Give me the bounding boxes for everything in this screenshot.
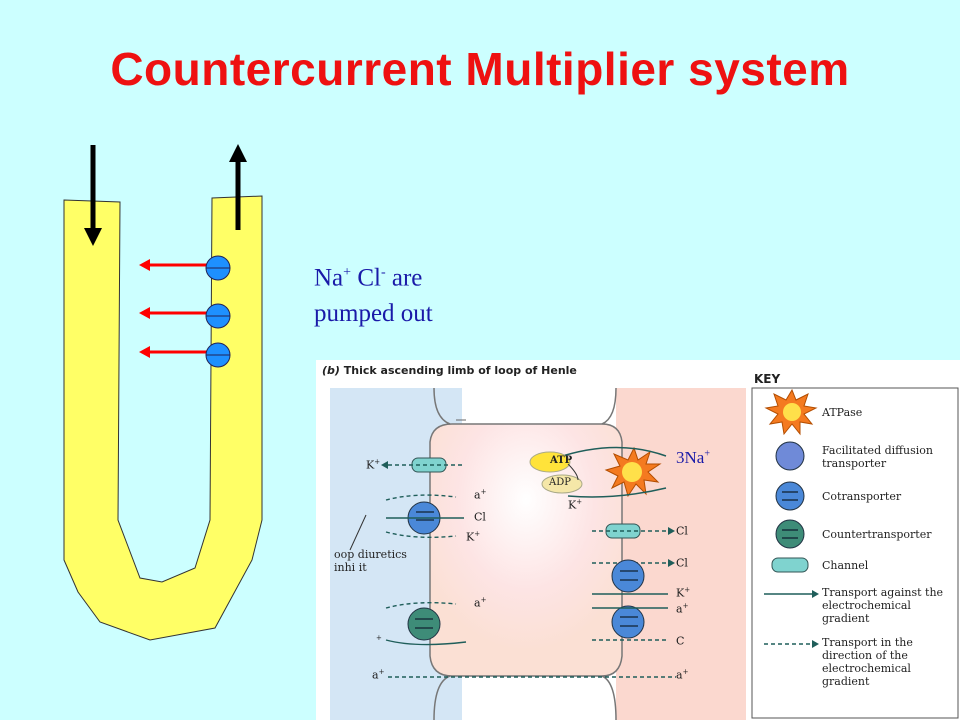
- diuretic-pointer: [349, 514, 367, 551]
- diuretic-note-line1: oop diuretics: [334, 548, 407, 561]
- diuretic-note-line2: inhi it: [334, 561, 367, 574]
- key-item-facilitated: Facilitated diffusion transporter: [822, 444, 933, 470]
- countertransporter-left: [385, 601, 467, 646]
- key-item-with-gradient: Transport in the direction of the electr…: [822, 636, 913, 688]
- key-item-atpase: ATPase: [822, 406, 863, 419]
- key-item-countertransporter: Countertransporter: [822, 528, 932, 541]
- adp-label: ADP: [549, 477, 571, 488]
- slide-title: Countercurrent Multiplier system: [110, 43, 850, 95]
- key-channel-icon: [771, 557, 809, 573]
- key-atpase-icon: [764, 388, 818, 436]
- ion-right-0: K+: [568, 498, 583, 512]
- key-item-against-gradient: Transport against the electrochemical gr…: [822, 586, 944, 625]
- k-channel-left: [381, 457, 464, 473]
- down-arrow-icon: [84, 145, 102, 246]
- key-item-channel: Channel: [822, 559, 869, 572]
- pump-3: [139, 342, 231, 368]
- key-item-cotransporter: Cotransporter: [822, 490, 902, 503]
- atpase-pump: [529, 446, 667, 498]
- cl-channel-right-1: [592, 523, 675, 539]
- pump-2: [139, 303, 231, 329]
- pump-1: [139, 255, 231, 281]
- pump-label-line1: Na+ Cl- are: [314, 264, 423, 292]
- key-with-gradient-icon: [764, 640, 819, 648]
- henle-figure: (b) Thick ascending limb of loop of Henl…: [316, 360, 960, 720]
- pump-label-line2: pumped out: [314, 300, 433, 328]
- cell-body: [429, 423, 623, 677]
- ion-left-0: K+: [366, 458, 381, 472]
- ion-right-3: K+: [676, 586, 691, 600]
- ion-left-4: a+: [474, 596, 487, 610]
- henle-figure-svg: [330, 387, 959, 720]
- interstitial-region: [616, 388, 746, 720]
- ion-left-6: a+: [372, 668, 385, 682]
- figure-caption: (b) Thick ascending limb of loop of Henl…: [322, 364, 577, 377]
- key-against-gradient-icon: [764, 590, 819, 598]
- ion-right-5: C: [676, 634, 685, 648]
- diuretic-note: oop diuretics inhi it: [334, 548, 407, 574]
- ion-right-1: Cl: [676, 524, 688, 538]
- pump-label: Na+ Cl- are pumped out: [314, 255, 433, 332]
- key-cotransporter-icon: [775, 481, 805, 511]
- cotransporter-left: [385, 494, 464, 539]
- key-facilitated-icon: [775, 441, 805, 471]
- key-countertransporter-icon: [775, 519, 805, 549]
- ion-left-3: K+: [466, 530, 481, 544]
- ion-right-6: a+: [676, 668, 689, 682]
- up-arrow-icon: [229, 144, 247, 230]
- na3-label: 3Na+: [676, 448, 710, 467]
- ion-left-1: a+: [474, 488, 487, 502]
- cotransporter-right-2: [592, 605, 668, 641]
- ion-right-2: Cl: [676, 556, 688, 570]
- cotransporter-right-1: [592, 559, 668, 595]
- atp-label: ATP: [550, 455, 573, 466]
- ion-left-5: +: [376, 634, 382, 642]
- ion-right-4: a+: [676, 602, 689, 616]
- key-title: KEY: [754, 372, 781, 386]
- ion-left-2: Cl: [474, 510, 486, 524]
- tubule-loop: [63, 195, 263, 641]
